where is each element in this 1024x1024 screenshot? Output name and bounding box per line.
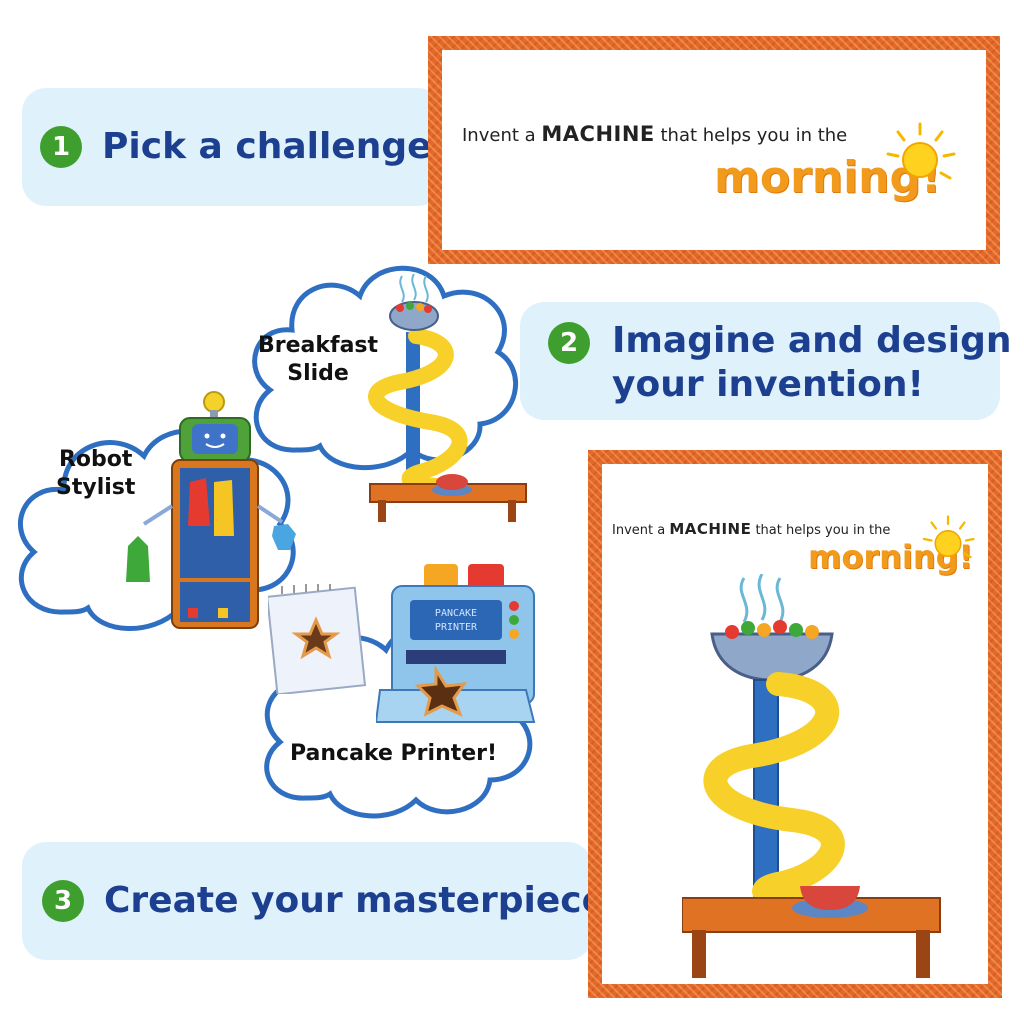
step-3-label: Create your masterpiece! [104, 880, 623, 921]
step-2-line2: your invention! [612, 364, 924, 405]
step-3-badge: 3 [42, 880, 84, 922]
slide-icon [703, 672, 845, 912]
idea-cloud-breakfast-slide [252, 265, 519, 471]
bowl-icon [682, 574, 941, 978]
step-3-banner [22, 842, 592, 960]
challenge-prompt: Invent a MACHINE that helps you in the [462, 122, 848, 146]
step-1-badge: 1 [40, 126, 82, 168]
sun-icon [886, 122, 956, 180]
masterpiece-prompt: Invent a MACHINE that helps you in the [612, 520, 891, 538]
masterpiece-card: Invent a MACHINE that helps you in the m… [588, 450, 1002, 998]
pancake-printer-icon: PANCAKE PRINTER [376, 564, 536, 723]
step-2-badge: 2 [548, 322, 590, 364]
printer-screen-line1: PANCAKE [435, 608, 477, 619]
robot-icon [126, 391, 296, 629]
printer-screen-line2: PRINTER [435, 622, 478, 633]
step-2-line1: Imagine and design [612, 320, 1012, 361]
step-1-label: Pick a challenge! [102, 126, 448, 167]
challenge-card-top: Invent a MACHINE that helps you in the m… [428, 36, 1000, 264]
step-1-banner [22, 88, 442, 206]
breakfast-slide-illustration [368, 273, 527, 522]
step-2-banner [520, 302, 1000, 420]
sun-icon [922, 515, 975, 559]
idea-label-pancake-printer: Pancake Printer! [290, 741, 498, 766]
notepad-icon [268, 584, 367, 694]
